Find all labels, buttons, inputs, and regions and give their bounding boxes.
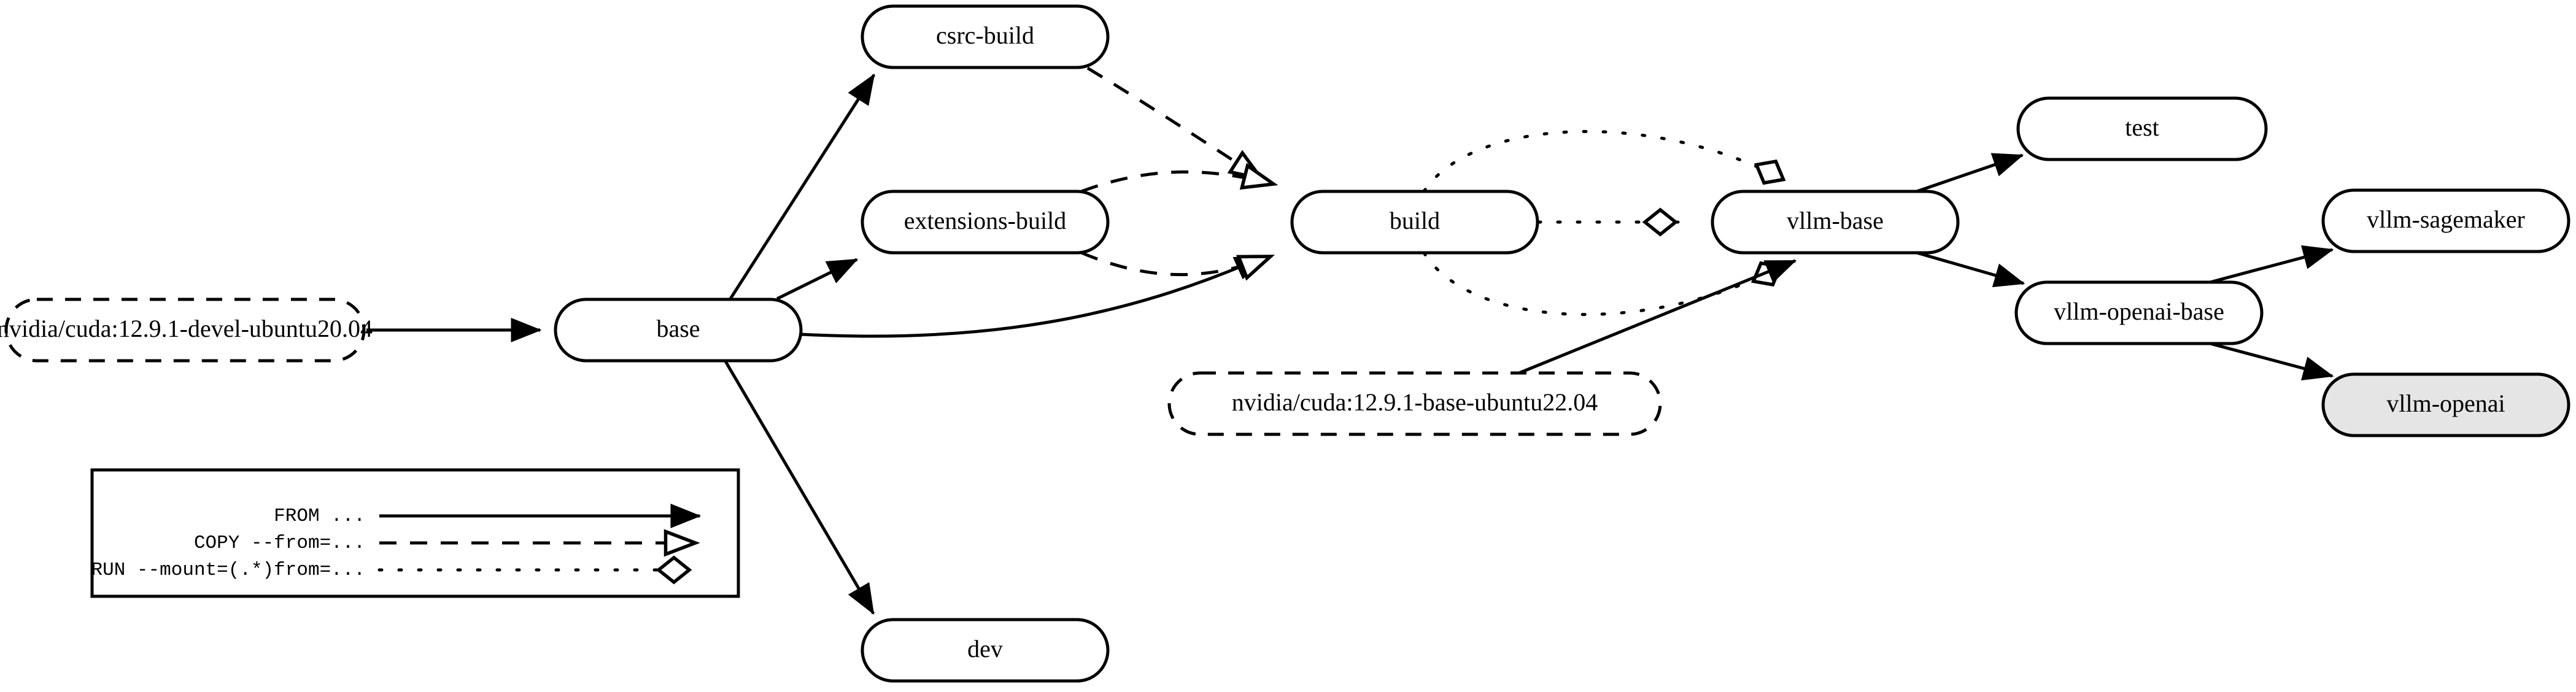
node-label: build xyxy=(1390,207,1440,234)
node-label: vllm-sagemaker xyxy=(2367,206,2525,233)
node-cuda-devel[interactable]: nvidia/cuda:12.9.1-devel-ubuntu20.04 xyxy=(0,298,373,363)
legend-item-run-mount-from: RUN --mount=(.*)from=... xyxy=(91,555,694,585)
legend-item-label: RUN --mount=(.*)from=... xyxy=(91,559,365,581)
node-dev[interactable]: dev xyxy=(861,618,1110,683)
node-shape xyxy=(554,298,803,363)
legend-item-label: COPY --from=... xyxy=(194,532,365,554)
node-label: base xyxy=(656,315,700,342)
edge-build-to-vllm-base-lower xyxy=(1422,251,1785,317)
node-shape xyxy=(861,4,1110,69)
node-shape xyxy=(1290,190,1539,255)
node-label: nvidia/cuda:12.9.1-base-ubuntu22.04 xyxy=(1232,388,1598,416)
node-shape xyxy=(2014,280,2264,345)
edge-build-to-vllm-base-upper xyxy=(1422,129,1788,193)
node-vllm-openai-base[interactable]: vllm-openai-base xyxy=(2014,280,2264,345)
node-vllm-openai[interactable]: vllm-openai xyxy=(2321,372,2570,437)
node-shape xyxy=(2321,372,2570,437)
edge-csrc-build-to-build xyxy=(1086,66,1266,182)
node-build[interactable]: build xyxy=(1290,190,1539,255)
legend-item-copy-from: COPY --from=... xyxy=(194,529,700,557)
legend-box xyxy=(90,468,740,598)
edge-base-to-extensions-build xyxy=(776,258,859,301)
node-shape xyxy=(1711,190,1960,255)
node-vllm-base[interactable]: vllm-base xyxy=(1711,190,1960,255)
edge-vllm-base-to-test xyxy=(1916,153,2024,193)
edge-vllm-base-to-vllm-openai-base xyxy=(1916,251,2025,288)
node-label: vllm-openai xyxy=(2386,390,2505,417)
legend-item-label: FROM ... xyxy=(274,506,365,527)
legend: FROM ... COPY --from=... RUN --mount=(.*… xyxy=(90,468,740,598)
node-shape xyxy=(4,298,366,363)
node-label: vllm-base xyxy=(1787,207,1884,234)
node-base[interactable]: base xyxy=(554,298,803,363)
edge-base-to-build xyxy=(800,255,1266,338)
node-label: nvidia/cuda:12.9.1-devel-ubuntu20.04 xyxy=(0,315,373,342)
node-shape xyxy=(861,618,1110,683)
node-label: extensions-build xyxy=(904,207,1066,234)
node-shape xyxy=(2321,188,2570,253)
node-shape xyxy=(861,190,1110,255)
edge-vllm-openai-base-to-vllm-openai xyxy=(2210,342,2334,381)
legend-item-from: FROM ... xyxy=(274,504,702,528)
node-label: dev xyxy=(967,635,1003,663)
node-label: csrc-build xyxy=(936,21,1034,49)
edge-base-to-csrc-build xyxy=(729,73,876,300)
edge-cuda-base-to-vllm-base xyxy=(1518,259,1797,375)
node-extensions-build[interactable]: extensions-build xyxy=(861,190,1110,255)
edge-vllm-openai-base-to-vllm-sagemaker xyxy=(2210,245,2334,284)
edge-extensions-build-to-build-lower xyxy=(1081,251,1275,281)
node-cuda-base[interactable]: nvidia/cuda:12.9.1-base-ubuntu22.04 xyxy=(1167,371,1662,436)
edge-extensions-build-to-build-upper xyxy=(1081,163,1278,193)
node-shape xyxy=(2016,96,2268,161)
node-csrc-build[interactable]: csrc-build xyxy=(861,4,1110,69)
node-label: vllm-openai-base xyxy=(2054,298,2224,325)
node-test[interactable]: test xyxy=(2016,96,2268,161)
node-label: test xyxy=(2125,113,2159,141)
node-vllm-sagemaker[interactable]: vllm-sagemaker xyxy=(2321,188,2570,253)
node-shape xyxy=(1167,371,1662,436)
edge-base-to-dev xyxy=(724,360,875,615)
